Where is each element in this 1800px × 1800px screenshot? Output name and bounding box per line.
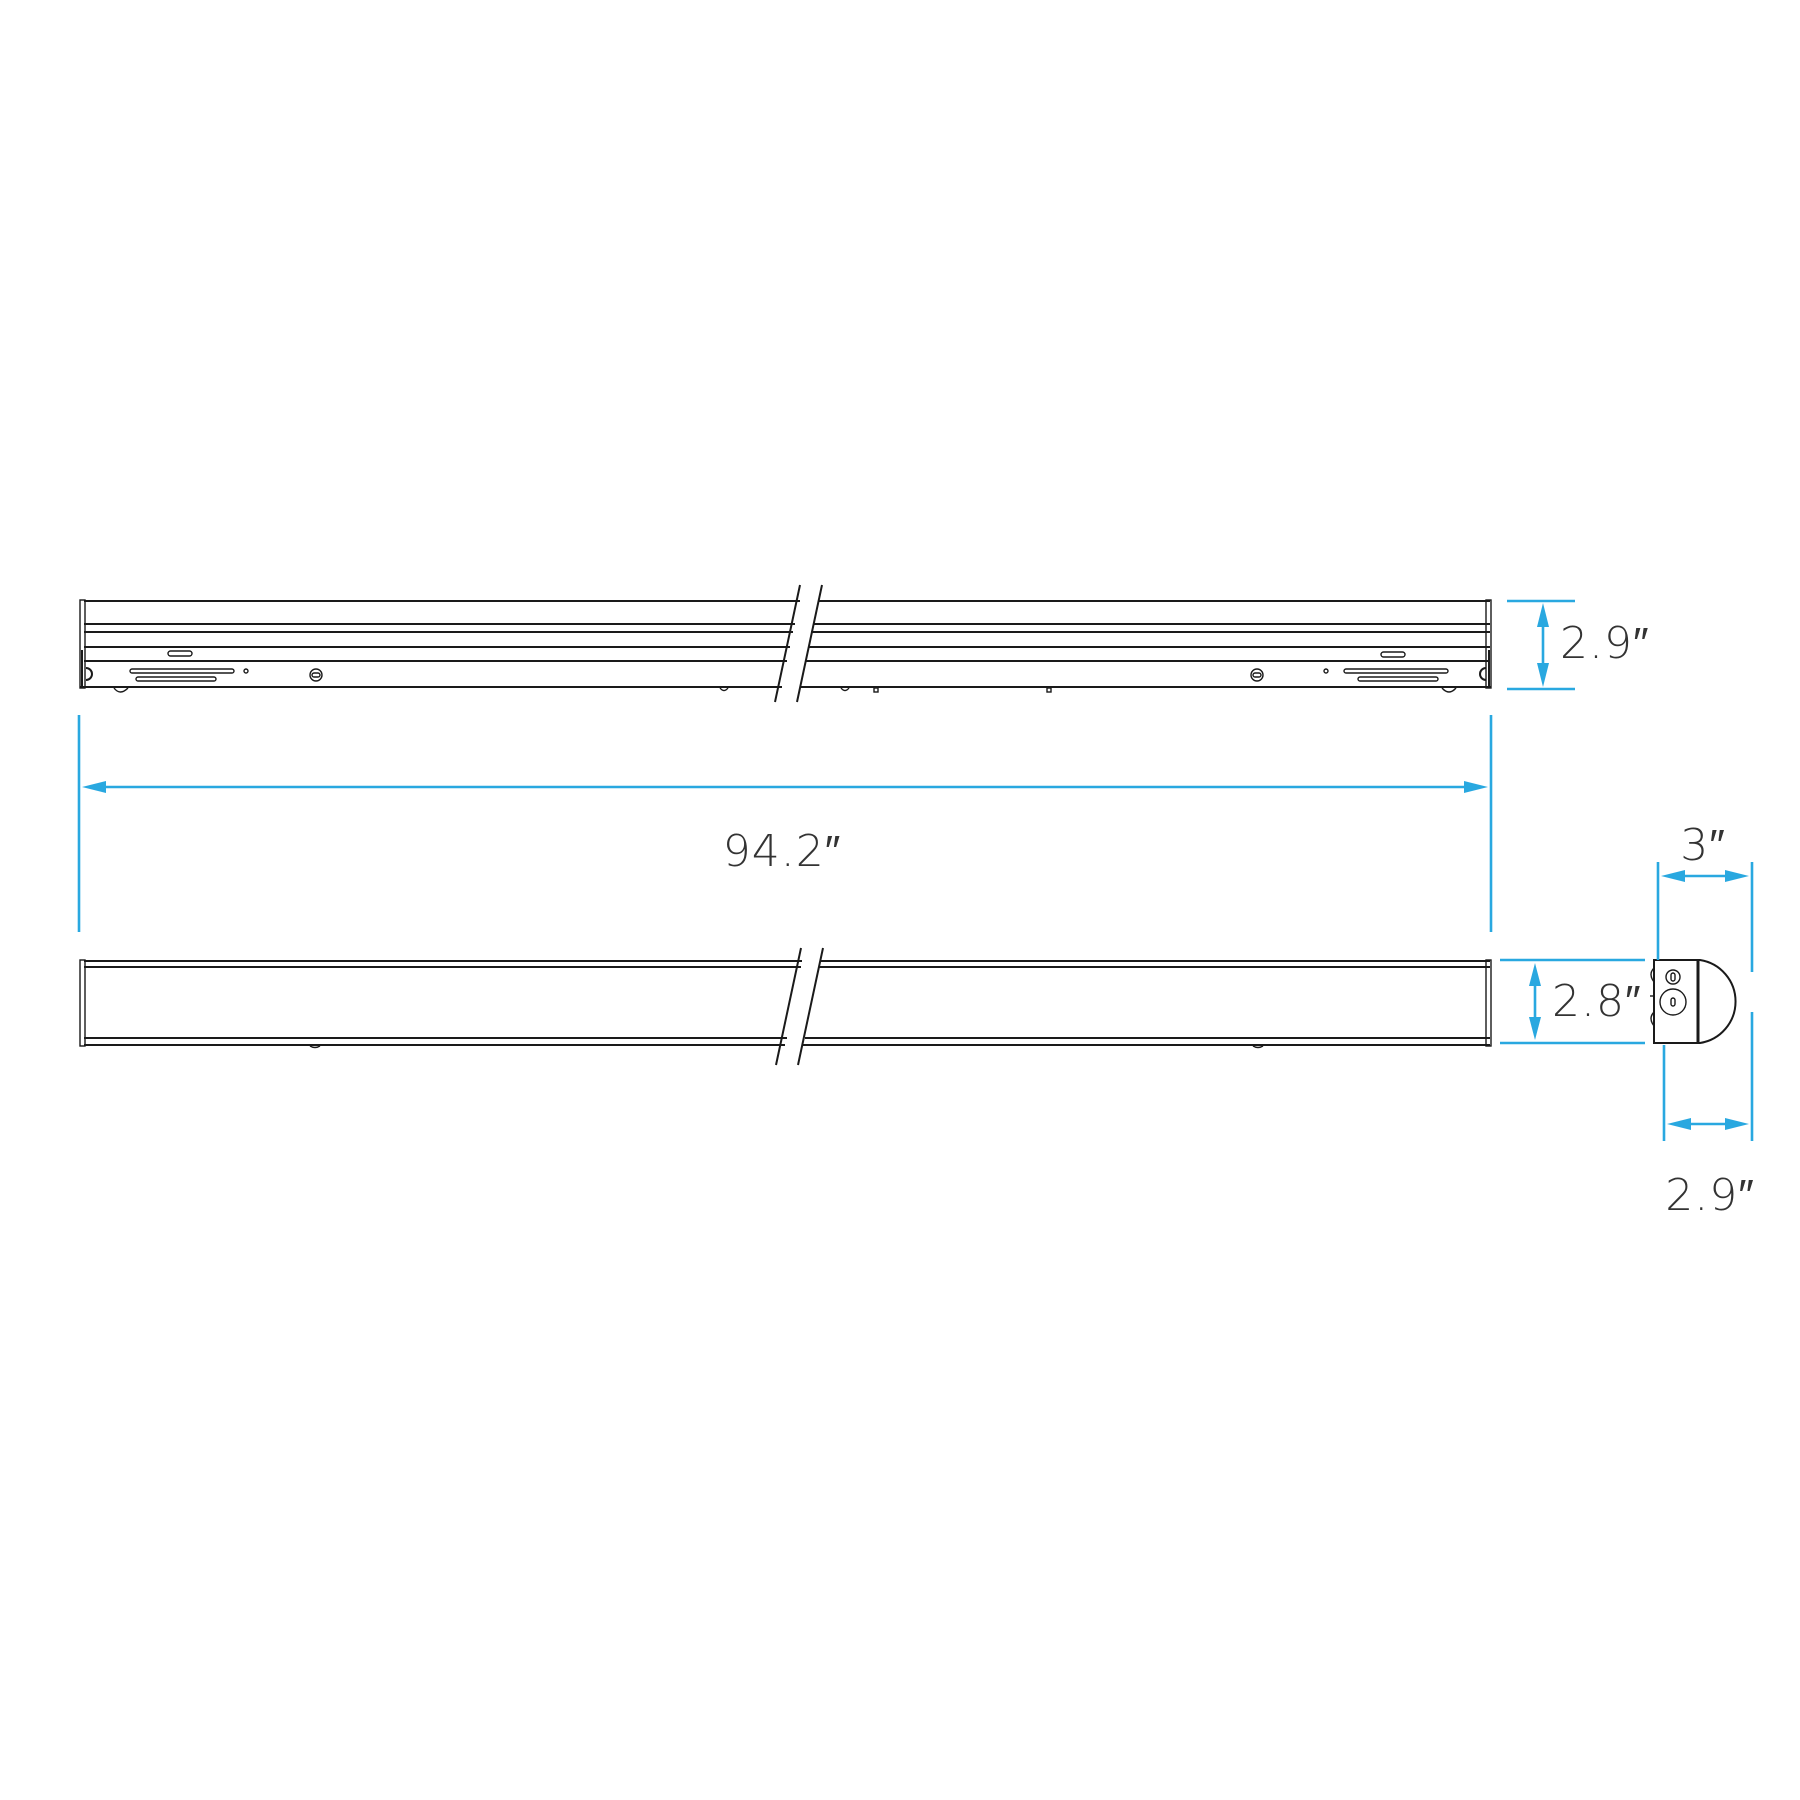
end-width-bottom-dimension: 2.9″ — [1662, 1012, 1755, 1221]
side-view — [79, 584, 1492, 703]
bottom-view — [79, 947, 1492, 1066]
break-line — [797, 947, 824, 1066]
break-line — [796, 584, 823, 703]
length-dimension: 94.2″ — [77, 715, 1493, 932]
bottom-height-label: 2.8″ — [1552, 976, 1642, 1027]
arrow-right-icon — [1725, 1118, 1749, 1130]
side-right-half — [800, 600, 1491, 688]
end-view — [1650, 959, 1737, 1044]
arrow-right-icon — [1464, 781, 1488, 793]
side-left-details — [85, 650, 323, 693]
bottom-height-dimension: 2.8″ — [1500, 958, 1645, 1045]
screw-icon — [309, 668, 323, 682]
connector-icon — [1665, 969, 1681, 985]
break-line — [775, 947, 802, 1066]
arrow-left-icon — [82, 781, 106, 793]
arrow-down-icon — [1529, 1017, 1541, 1040]
side-height-label: 2.9″ — [1560, 618, 1650, 669]
arrow-right-icon — [1725, 870, 1749, 882]
bottom-right-endcap — [1485, 959, 1492, 1047]
arrow-up-icon — [1537, 603, 1549, 627]
bottom-left-half — [84, 960, 802, 1049]
screw-icon — [1250, 668, 1264, 682]
end-width-bottom-label: 2.9″ — [1665, 1170, 1755, 1221]
side-left-half — [80, 600, 800, 688]
side-right-details — [719, 651, 1487, 693]
arrow-down-icon — [1537, 663, 1549, 687]
break-line — [774, 584, 801, 703]
end-width-top-label: 3″ — [1680, 820, 1726, 871]
bottom-left-endcap — [79, 959, 86, 1047]
connector-icon — [1659, 988, 1687, 1016]
arrow-left-icon — [1667, 1118, 1691, 1130]
arrow-up-icon — [1529, 963, 1541, 986]
end-width-top-dimension: 3″ — [1656, 820, 1754, 972]
side-height-dimension: 2.9″ — [1507, 599, 1650, 691]
arrow-left-icon — [1661, 870, 1685, 882]
bottom-right-half — [803, 960, 1490, 1049]
length-label: 94.2″ — [723, 826, 842, 877]
